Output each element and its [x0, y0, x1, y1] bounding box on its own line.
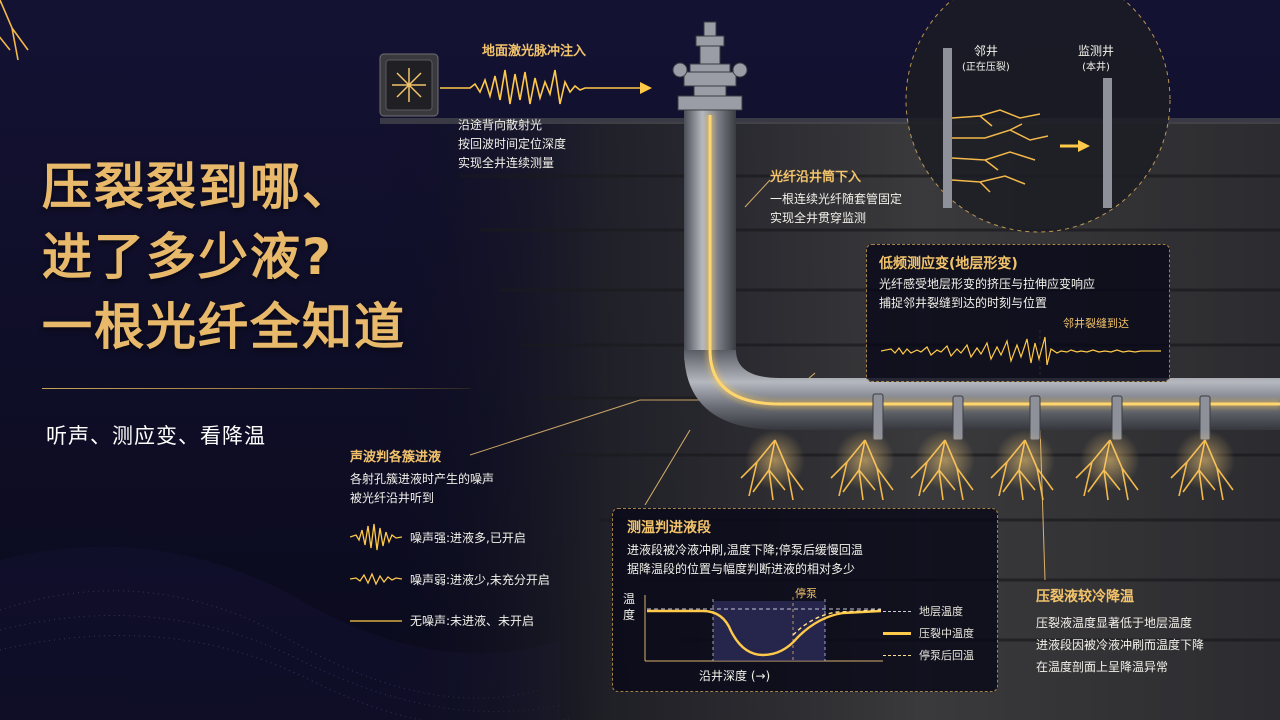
- acoustic-title: 声波判各簇进液: [350, 450, 442, 465]
- wellhead: [672, 21, 748, 111]
- strain-panel: 低频测应变(地层形变) 光纤感受地层形变的挤压与拉伸应变响应 捕捉邻井裂缝到达的…: [866, 244, 1170, 382]
- rewarm-temp-label: 停泵后回温: [919, 649, 974, 662]
- strain-desc-line-2: 捕捉邻井裂缝到达的时刻与位置: [879, 296, 1048, 310]
- laser-arrow-icon: [640, 82, 652, 94]
- temp-desc-line-1: 进液段被冷液冲刷,温度下降;停泵后缓慢回温: [627, 543, 863, 557]
- temp-ylabel-2: 度: [623, 608, 636, 622]
- legend-none-label: 无噪声:未进液、未开启: [410, 614, 535, 628]
- neighbor-well-label: 邻井 (正在压裂): [962, 42, 1010, 75]
- frac-temp-swatch: [883, 631, 911, 635]
- cold-desc-line-3: 在温度剖面上呈降温异常: [1036, 660, 1169, 674]
- cold-desc-line-1: 压裂液温度显著低于地层温度: [1036, 616, 1193, 630]
- laser-description: 沿途背向散射光 按回波时间定位深度 实现全井连续测量: [458, 116, 566, 173]
- formation-temp-label: 地层温度: [919, 605, 963, 618]
- legend-strong-noise: 噪声强:进液多,已开启: [350, 520, 526, 554]
- legend-strong-label: 噪声强:进液多,已开启: [410, 530, 526, 545]
- no-noise-icon: [350, 619, 402, 622]
- frac-temp-label: 压裂中温度: [919, 627, 974, 640]
- title-divider: [42, 388, 470, 389]
- cold-description: 压裂液温度显著低于地层温度 进液段因被冷液冲刷而温度下降 在温度剖面上呈降温异常: [1036, 612, 1204, 678]
- acoustic-description: 各射孔簇进液时产生的噪声 被光纤沿井听到: [350, 470, 494, 508]
- acoustic-desc-line-2: 被光纤沿井听到: [350, 491, 435, 505]
- monitor-well-label: 监测井 (本井): [1078, 42, 1114, 75]
- fiber-desc-line-1: 一根连续光纤随套管固定: [770, 192, 903, 206]
- temp-title: 测温判进液段: [627, 520, 711, 536]
- formation-temp-swatch: [883, 610, 911, 612]
- neighbor-well-name: 邻井: [973, 44, 998, 58]
- monitor-well-name: 监测井: [1078, 44, 1115, 58]
- pump-stop-label: 停泵: [795, 587, 817, 600]
- legend-rewarm-temp: 停泵后回温: [883, 647, 974, 663]
- temp-ylabel-1: 温: [623, 592, 636, 606]
- legend-frac-temp: 压裂中温度: [883, 625, 974, 641]
- cold-desc-line-2: 进液段因被冷液冲刷而温度下降: [1036, 638, 1205, 652]
- monitor-well-status: (本井): [1082, 62, 1110, 73]
- title-line-2: 进了多少液?: [42, 228, 334, 286]
- acoustic-desc-line-1: 各射孔簇进液时产生的噪声: [350, 472, 495, 486]
- temp-ylabel: 温 度: [623, 591, 635, 623]
- laser-desc-line-3: 实现全井连续测量: [458, 156, 555, 170]
- arrival-label: 邻井裂缝到达: [1063, 317, 1129, 330]
- strain-waveform: [881, 336, 1161, 366]
- strain-description: 光纤感受地层形变的挤压与拉伸应变响应 捕捉邻井裂缝到达的时刻与位置: [879, 275, 1095, 313]
- well-inset: [905, 0, 1171, 233]
- temp-description: 进液段被冷液冲刷,温度下降;停泵后缓慢回温 据降温段的位置与幅度判断进液的相对多…: [627, 541, 863, 579]
- strong-noise-icon: [350, 523, 402, 551]
- laser-desc-line-1: 沿途背向散射光: [458, 118, 543, 132]
- fracture-fans: [0, 0, 29, 61]
- legend-no-noise: 无噪声:未进液、未开启: [350, 612, 534, 629]
- title-line-1: 压裂裂到哪、: [42, 158, 354, 216]
- laser-desc-line-2: 按回波时间定位深度: [458, 137, 567, 151]
- page-subtitle: 听声、测应变、看降温: [46, 424, 266, 448]
- temp-desc-line-2: 据降温段的位置与幅度判断进液的相对多少: [627, 562, 856, 576]
- fiber-desc-line-2: 实现全井贯穿监测: [770, 211, 867, 225]
- wellbore: [684, 110, 1280, 441]
- cold-title: 压裂液较冷降温: [1036, 589, 1134, 605]
- temperature-panel: 测温判进液段 进液段被冷液冲刷,温度下降;停泵后缓慢回温 据降温段的位置与幅度判…: [612, 508, 998, 692]
- legend-weak-label: 噪声弱:进液少,未充分开启: [410, 572, 550, 587]
- rewarm-temp-swatch: [883, 654, 911, 656]
- temperature-profile-chart: [644, 595, 883, 662]
- fiber-description: 一根连续光纤随套管固定 实现全井贯穿监测: [770, 190, 902, 228]
- laser-source-box: [379, 53, 439, 117]
- page-title: 压裂裂到哪、 进了多少液? 一根光纤全知道: [42, 152, 482, 362]
- strain-title: 低频测应变(地层形变): [879, 256, 1018, 272]
- legend-formation-temp: 地层温度: [883, 603, 963, 619]
- temp-xlabel: 沿井深度 (→): [699, 669, 771, 683]
- laser-pulse-waveform: [440, 69, 640, 105]
- neighbor-well-status: (正在压裂): [962, 62, 1010, 73]
- legend-weak-noise: 噪声弱:进液少,未充分开启: [350, 568, 550, 590]
- title-line-3: 一根光纤全知道: [42, 298, 406, 356]
- laser-label: 地面激光脉冲注入: [482, 44, 587, 59]
- strain-desc-line-1: 光纤感受地层形变的挤压与拉伸应变响应: [879, 277, 1096, 291]
- fiber-label: 光纤沿井筒下入: [770, 170, 862, 185]
- weak-noise-icon: [350, 572, 402, 586]
